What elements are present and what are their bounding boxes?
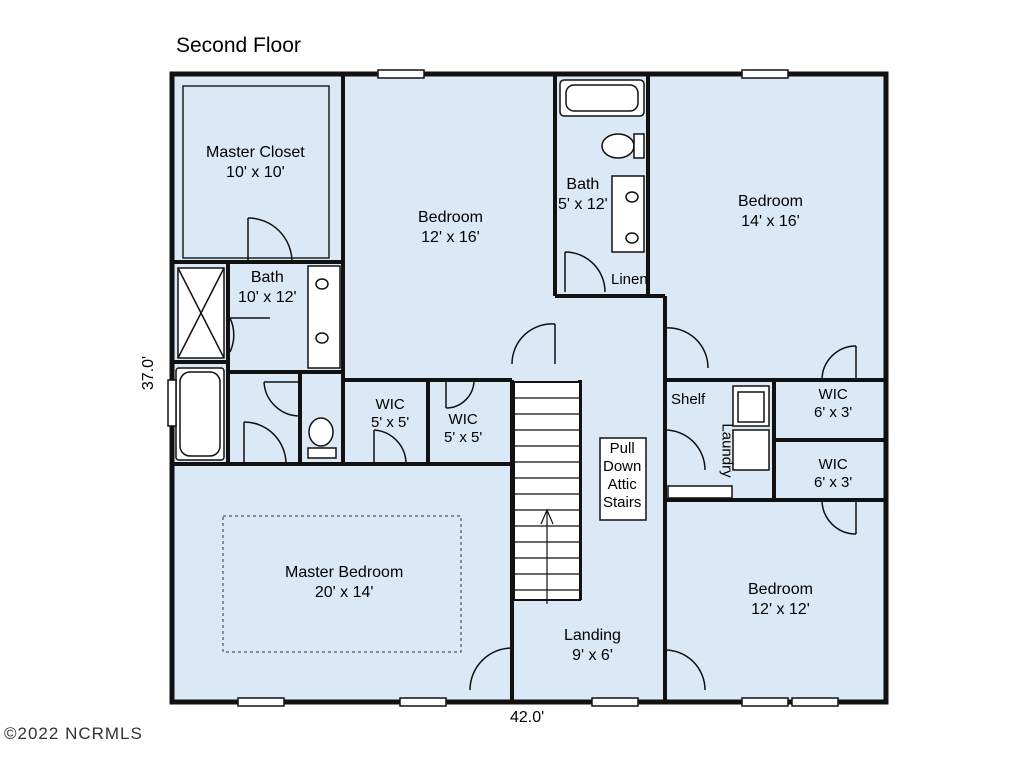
- room-linen: Linen: [611, 271, 648, 288]
- copyright-watermark: ©2022 NCRMLS: [4, 724, 143, 743]
- room-laundry: Laundry: [718, 423, 736, 478]
- doors: [229, 217, 857, 691]
- windows: [167, 69, 839, 707]
- plan-title: Second Floor: [176, 34, 301, 57]
- width-dimension: 42.0': [510, 709, 545, 726]
- fixtures: [175, 79, 770, 499]
- room-shelf: Shelf: [671, 391, 706, 408]
- stairs: [513, 381, 581, 604]
- depth-dimension: 37.0': [140, 355, 158, 391]
